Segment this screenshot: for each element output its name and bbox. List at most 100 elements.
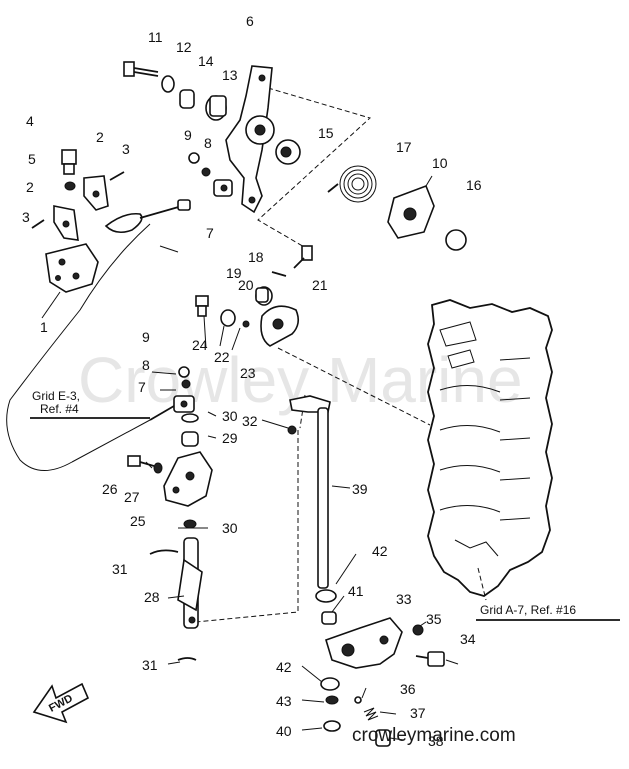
callout-26: 26 xyxy=(102,481,118,497)
powerhead-block-outline xyxy=(427,299,553,597)
part-30-washer-lower xyxy=(183,519,197,529)
part-8-nut-upper xyxy=(201,167,211,177)
part-7-link-end-upper xyxy=(213,179,233,197)
callout-8: 8 xyxy=(204,135,212,151)
callout-41: 41 xyxy=(348,583,364,599)
part-24-bolt xyxy=(195,295,209,317)
callout-12: 12 xyxy=(176,39,192,55)
part-5-washer xyxy=(64,181,76,191)
callout-7: 7 xyxy=(206,225,214,241)
callout-27: 27 xyxy=(124,489,140,505)
part-13-bushing xyxy=(205,95,227,121)
callout-leaders xyxy=(145,245,459,741)
callout-34: 34 xyxy=(460,631,476,647)
part-11-screw xyxy=(123,61,159,77)
callout-38: 38 xyxy=(428,733,444,749)
part-18-rod-end xyxy=(293,245,313,269)
callout-1: 1 xyxy=(40,319,48,335)
part-25-bracket xyxy=(163,451,213,507)
callout-7: 7 xyxy=(138,379,146,395)
ref-grid-e3-line2: Ref. #4 xyxy=(40,402,79,416)
callout-18: 18 xyxy=(248,249,264,265)
callout-30: 30 xyxy=(222,520,238,536)
callout-19: 19 xyxy=(226,265,242,281)
callout-8: 8 xyxy=(142,357,150,373)
callout-25: 25 xyxy=(130,513,146,529)
part-30-washer-upper xyxy=(181,413,199,423)
link-rod xyxy=(104,199,191,234)
part-40-washer xyxy=(323,720,341,732)
part-1-bracket xyxy=(41,243,99,319)
callout-2: 2 xyxy=(96,129,104,145)
part-42-washer-lower xyxy=(320,677,340,691)
part-2-clip-upper xyxy=(83,175,109,211)
callout-32: 32 xyxy=(242,413,258,429)
part-9-washer-upper xyxy=(188,152,200,164)
part-16-washer xyxy=(445,229,467,251)
callout-numbers: 1 2 2 3 3 4 5 6 7 7 8 8 9 9 10 11 12 13 … xyxy=(22,13,482,749)
callout-13: 13 xyxy=(222,67,238,83)
part-36-ball xyxy=(354,696,362,704)
part-35-nut xyxy=(412,624,424,636)
callout-15: 15 xyxy=(318,125,334,141)
part-34-bolt xyxy=(415,651,445,667)
callout-43: 43 xyxy=(276,693,292,709)
part-20-bushing xyxy=(255,286,273,306)
callout-2: 2 xyxy=(26,179,34,195)
callout-31: 31 xyxy=(142,657,158,673)
callout-14: 14 xyxy=(198,53,214,69)
part-39-shift-rod xyxy=(289,395,331,589)
leader-lines xyxy=(6,87,487,623)
ref-grid-a7: Grid A-7, Ref. #16 xyxy=(480,603,576,617)
part-22-collar xyxy=(220,309,236,327)
callout-36: 36 xyxy=(400,681,416,697)
callout-22: 22 xyxy=(214,349,230,365)
part-15-spacer xyxy=(275,139,301,165)
callout-29: 29 xyxy=(222,430,238,446)
part-27-washer xyxy=(153,462,163,474)
fwd-arrow: FWD xyxy=(32,682,90,724)
part-8-nut-lower xyxy=(181,379,191,389)
part-2-clip-lower xyxy=(53,205,79,241)
part-3-pin-lower xyxy=(31,219,45,229)
part-33-shift-lever xyxy=(325,617,403,669)
callout-24: 24 xyxy=(192,337,208,353)
part-28-shaft xyxy=(177,537,203,629)
callout-39: 39 xyxy=(352,481,368,497)
website-text: crowleymarine.com xyxy=(352,725,516,746)
part-9-washer-lower xyxy=(178,366,190,378)
part-23-nut xyxy=(242,320,250,328)
part-31-clip-lower xyxy=(177,657,197,661)
part-6-throttle-lever xyxy=(225,65,275,214)
part-42-washer-upper xyxy=(315,589,337,603)
part-12-washer xyxy=(161,75,175,93)
part-37-spring xyxy=(363,707,379,721)
callout-37: 37 xyxy=(410,705,426,721)
callout-20: 20 xyxy=(238,277,254,293)
callout-33: 33 xyxy=(396,591,412,607)
callout-31: 31 xyxy=(112,561,128,577)
callout-35: 35 xyxy=(426,611,442,627)
part-10-cam xyxy=(387,175,435,239)
callout-16: 16 xyxy=(466,177,482,193)
part-14-collar xyxy=(179,89,195,109)
part-41-collar xyxy=(321,611,337,625)
callout-21: 21 xyxy=(312,277,328,293)
callout-28: 28 xyxy=(144,589,160,605)
part-4-bolt xyxy=(61,149,77,175)
callout-42: 42 xyxy=(372,543,388,559)
part-31-clip-upper xyxy=(149,549,179,555)
callout-5: 5 xyxy=(28,151,36,167)
callout-42: 42 xyxy=(276,659,292,675)
callout-6: 6 xyxy=(246,13,254,29)
callout-3: 3 xyxy=(122,141,130,157)
callout-11: 11 xyxy=(148,29,163,45)
callout-4: 4 xyxy=(26,113,34,129)
part-19-pin xyxy=(271,271,287,277)
callout-3: 3 xyxy=(22,209,30,225)
part-3-pin-upper xyxy=(109,171,125,181)
part-7-link-end-lower xyxy=(149,395,195,421)
callout-9: 9 xyxy=(142,329,150,345)
part-26-bolt xyxy=(127,455,155,467)
